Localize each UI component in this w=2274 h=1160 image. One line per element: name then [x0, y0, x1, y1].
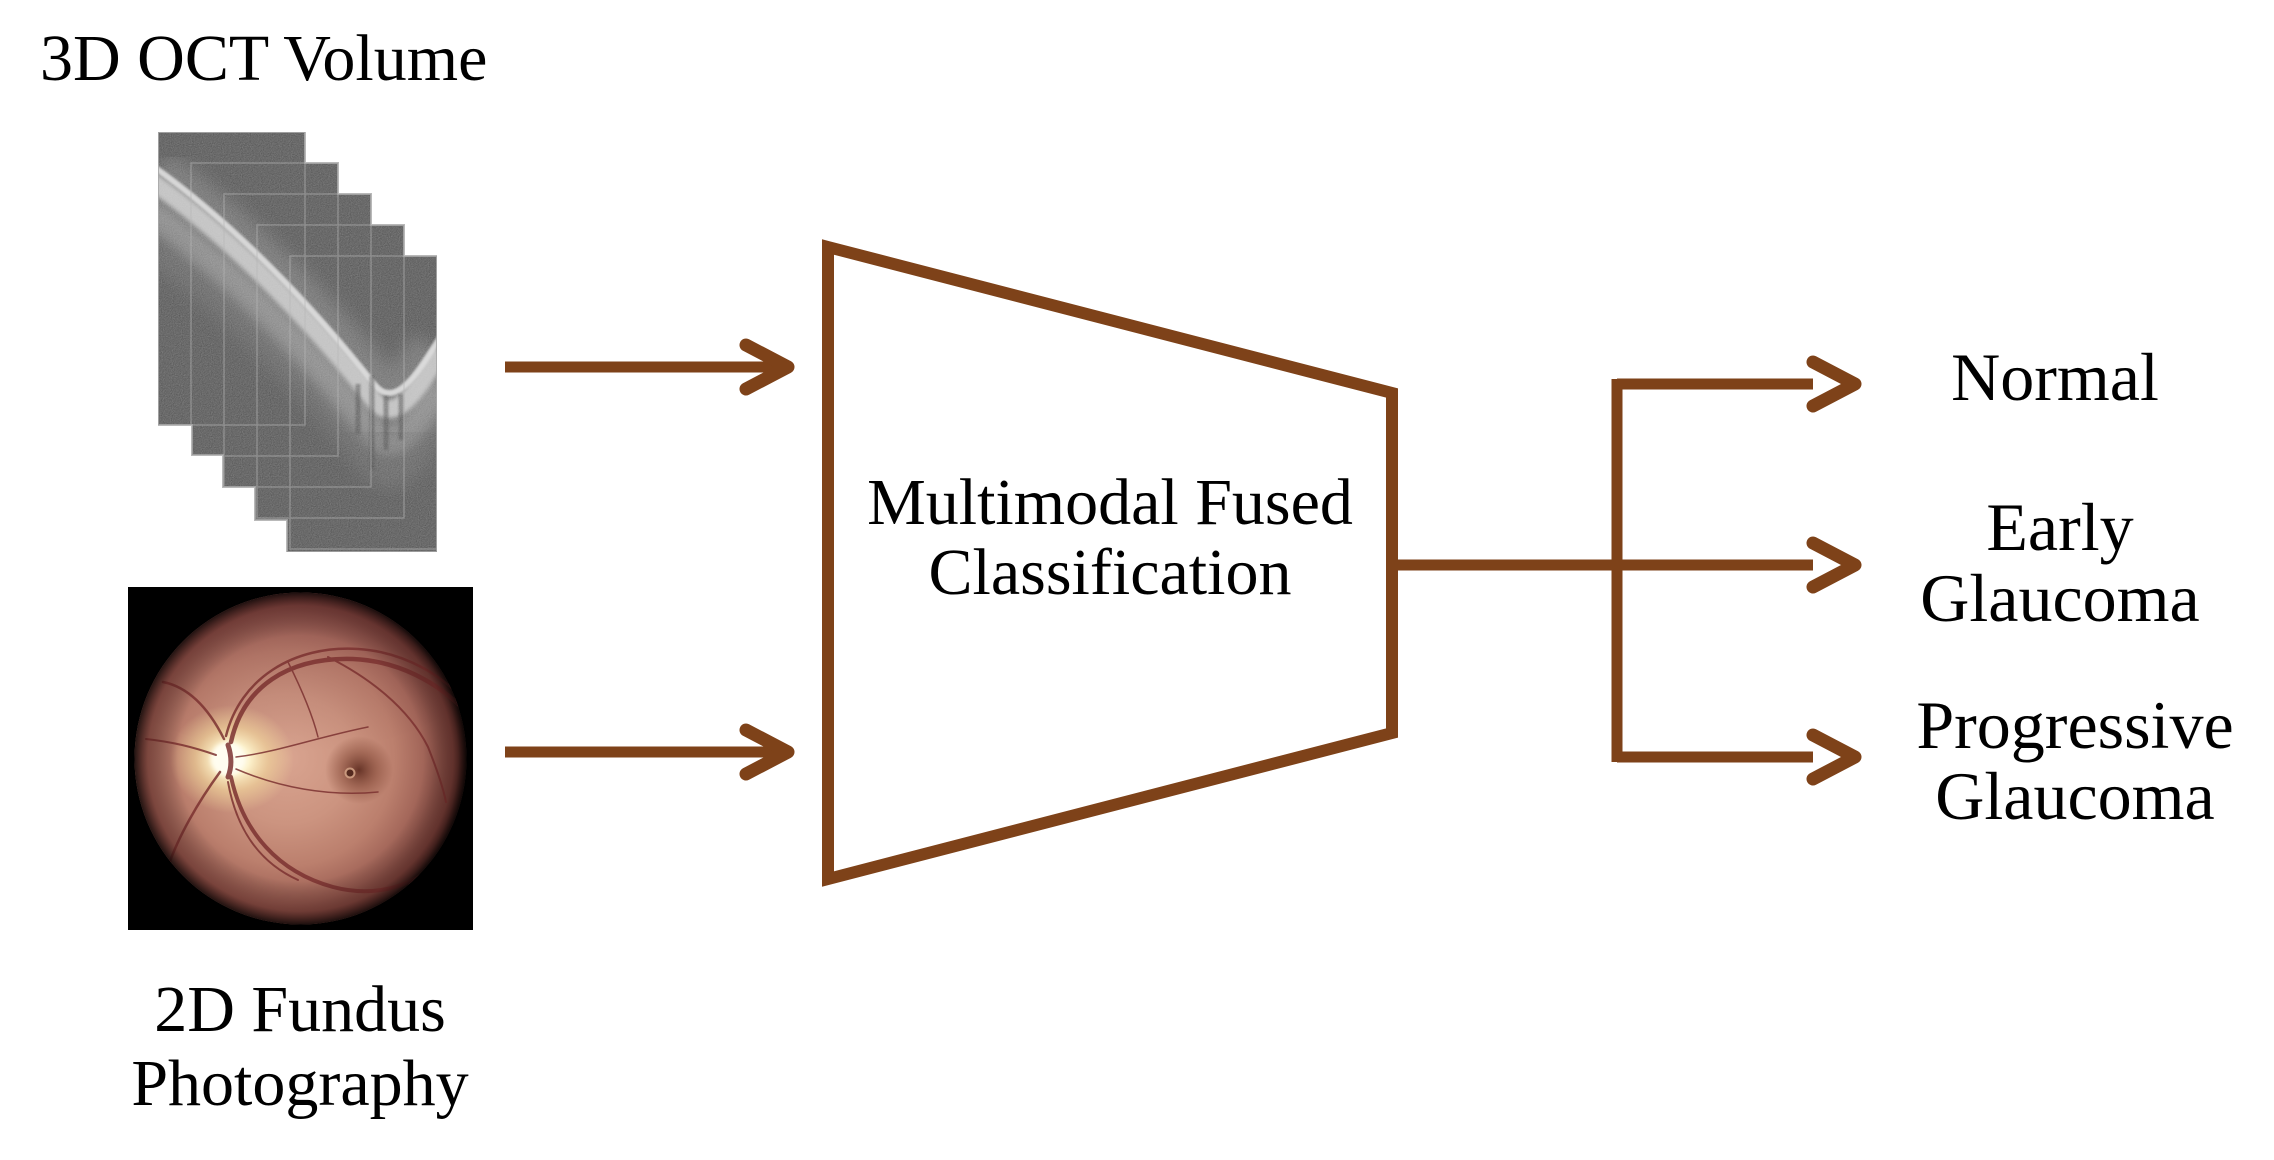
output-label-early-glaucoma: Early Glaucoma	[1895, 492, 2225, 634]
output-progressive-line2: Glaucoma	[1935, 758, 2215, 834]
oct-slice-borders	[158, 132, 437, 550]
output-early-line1: Early	[1986, 489, 2134, 565]
classifier-label: Multimodal Fused Classification	[826, 468, 1394, 608]
arrow-fundus-to-classifier	[505, 723, 795, 781]
oct-stack-outline	[158, 132, 437, 552]
arrowhead-progressive	[1806, 728, 1862, 786]
output-label-progressive-glaucoma: Progressive Glaucoma	[1905, 690, 2245, 832]
oct-volume-title: 3D OCT Volume	[40, 22, 488, 95]
output-branches	[1398, 355, 1862, 786]
output-progressive-line1: Progressive	[1916, 687, 2234, 763]
classifier-label-line2: Classification	[928, 536, 1292, 609]
output-early-line2: Glaucoma	[1920, 560, 2200, 636]
classifier-label-line1: Multimodal Fused	[867, 466, 1353, 539]
arrow-oct-to-classifier	[505, 338, 795, 396]
arrowhead-early	[1806, 536, 1862, 594]
arrowhead-normal	[1806, 355, 1862, 413]
output-label-normal: Normal	[1890, 342, 2220, 413]
fundus-photo-illustration	[128, 587, 473, 930]
fundus-title-line1: 2D Fundus	[154, 973, 446, 1046]
fundus-title-line2: Photography	[131, 1047, 469, 1120]
output-normal-line1: Normal	[1951, 339, 2159, 415]
fundus-vignette	[134, 592, 467, 925]
oct-volume-illustration	[158, 132, 437, 552]
fundus-title: 2D Fundus Photography	[110, 973, 490, 1121]
classifier-trapezoid	[822, 239, 1398, 887]
